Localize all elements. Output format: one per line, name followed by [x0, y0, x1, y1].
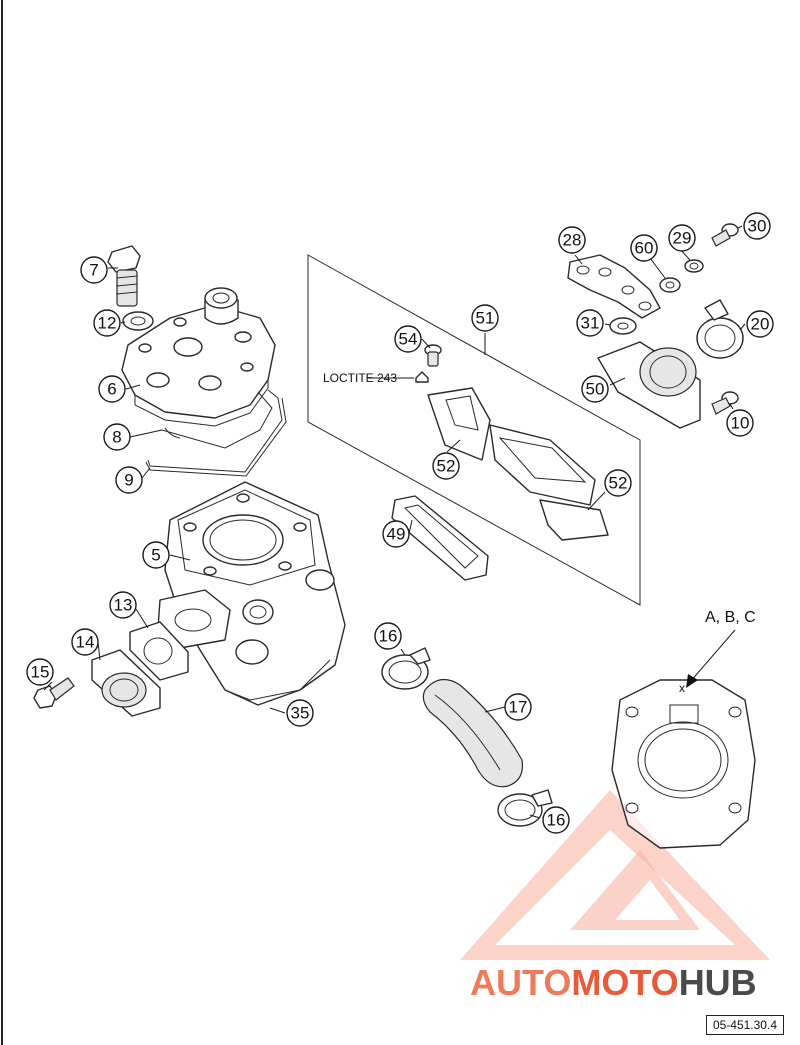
callout-13: 13 [109, 591, 137, 619]
callout-49: 49 [382, 520, 410, 548]
loctite-note: LOCTITE 243 [323, 371, 397, 385]
svg-text:20: 20 [751, 315, 770, 334]
callout-20: 20 [746, 310, 774, 338]
svg-text:52: 52 [609, 474, 628, 493]
svg-text:17: 17 [509, 698, 528, 717]
svg-text:52: 52 [437, 457, 456, 476]
svg-text:14: 14 [76, 633, 95, 652]
part-cylinder-5 [157, 481, 346, 706]
callout-30: 30 [743, 212, 771, 240]
part-cylinder-head-6 [121, 287, 276, 427]
callout-17: 17 [504, 693, 532, 721]
callout-5: 5 [142, 541, 170, 569]
part-clamp-16-lower [497, 789, 553, 827]
part-screw-15 [33, 677, 75, 709]
svg-text:28: 28 [563, 231, 582, 250]
callout-9: 9 [115, 466, 143, 494]
callout-60: 60 [630, 234, 658, 262]
callout-31: 31 [576, 309, 604, 337]
part-gasket-13 [129, 621, 189, 681]
svg-text:51: 51 [476, 309, 495, 328]
callout-16-lower: 16 [542, 806, 570, 834]
callout-52-right: 52 [604, 469, 632, 497]
svg-text:49: 49 [387, 525, 406, 544]
watermark-logo [460, 790, 770, 960]
part-o-ring-9 [145, 389, 287, 477]
svg-text:29: 29 [673, 229, 692, 248]
part-bracket-28 [567, 254, 661, 319]
callout-7: 7 [80, 256, 108, 284]
part-bushing-60 [659, 277, 681, 293]
part-washer-31 [609, 317, 637, 335]
callout-15: 15 [26, 658, 54, 686]
drawing-code-label: 05-451.30.4 [705, 1015, 784, 1035]
svg-text:50: 50 [586, 380, 605, 399]
callout-54: 54 [394, 325, 422, 353]
part-intake-hose-17 [422, 679, 524, 788]
reference-mark: x [679, 681, 685, 695]
part-clamp-16-upper [381, 647, 431, 690]
svg-text:9: 9 [124, 471, 133, 490]
svg-text:60: 60 [635, 239, 654, 258]
svg-text:8: 8 [112, 428, 121, 447]
svg-text:13: 13 [114, 596, 133, 615]
part-screw-10 [711, 391, 739, 415]
part-clamp-20 [696, 299, 744, 359]
callout-51: 51 [471, 304, 499, 332]
reference-cylinder-outline [611, 679, 756, 849]
callout-8: 8 [103, 423, 131, 451]
svg-text:15: 15 [31, 663, 50, 682]
callout-50: 50 [581, 375, 609, 403]
svg-text:10: 10 [731, 414, 750, 433]
svg-text:54: 54 [399, 330, 418, 349]
svg-text:16: 16 [379, 627, 398, 646]
svg-text:31: 31 [581, 314, 600, 333]
callout-29: 29 [668, 224, 696, 252]
leader-lines [43, 225, 746, 819]
svg-text:35: 35 [291, 704, 310, 723]
callout-35: 35 [286, 699, 314, 727]
part-reed-valve-kit-51 [307, 254, 641, 606]
part-screw-54 [415, 344, 442, 383]
reference-arrow [686, 629, 736, 688]
svg-text:7: 7 [89, 261, 98, 280]
svg-text:16: 16 [547, 811, 566, 830]
part-intake-flange-50 [597, 341, 701, 429]
callout-10: 10 [726, 409, 754, 437]
reference-label: A, B, C [705, 609, 756, 626]
part-washer-12 [122, 311, 154, 331]
callout-14: 14 [71, 628, 99, 656]
part-gasket-49 [391, 495, 489, 581]
watermark-text: AUTOMOTOHUB [470, 962, 757, 1003]
callout-16-upper: 16 [374, 622, 402, 650]
svg-text:6: 6 [107, 380, 116, 399]
part-flange-14 [91, 649, 161, 717]
part-washer-29 [684, 259, 704, 273]
part-screw-30 [711, 223, 739, 247]
part-bolt-7 [107, 245, 141, 307]
part-o-ring-8 [161, 391, 273, 449]
callout-12: 12 [93, 309, 121, 337]
callout-28: 28 [558, 226, 586, 254]
svg-text:12: 12 [98, 314, 117, 333]
callout-52-left: 52 [432, 452, 460, 480]
svg-text:5: 5 [151, 546, 160, 565]
callout-6: 6 [98, 375, 126, 403]
svg-text:30: 30 [748, 217, 767, 236]
part-reed-petals-52 [427, 387, 609, 541]
